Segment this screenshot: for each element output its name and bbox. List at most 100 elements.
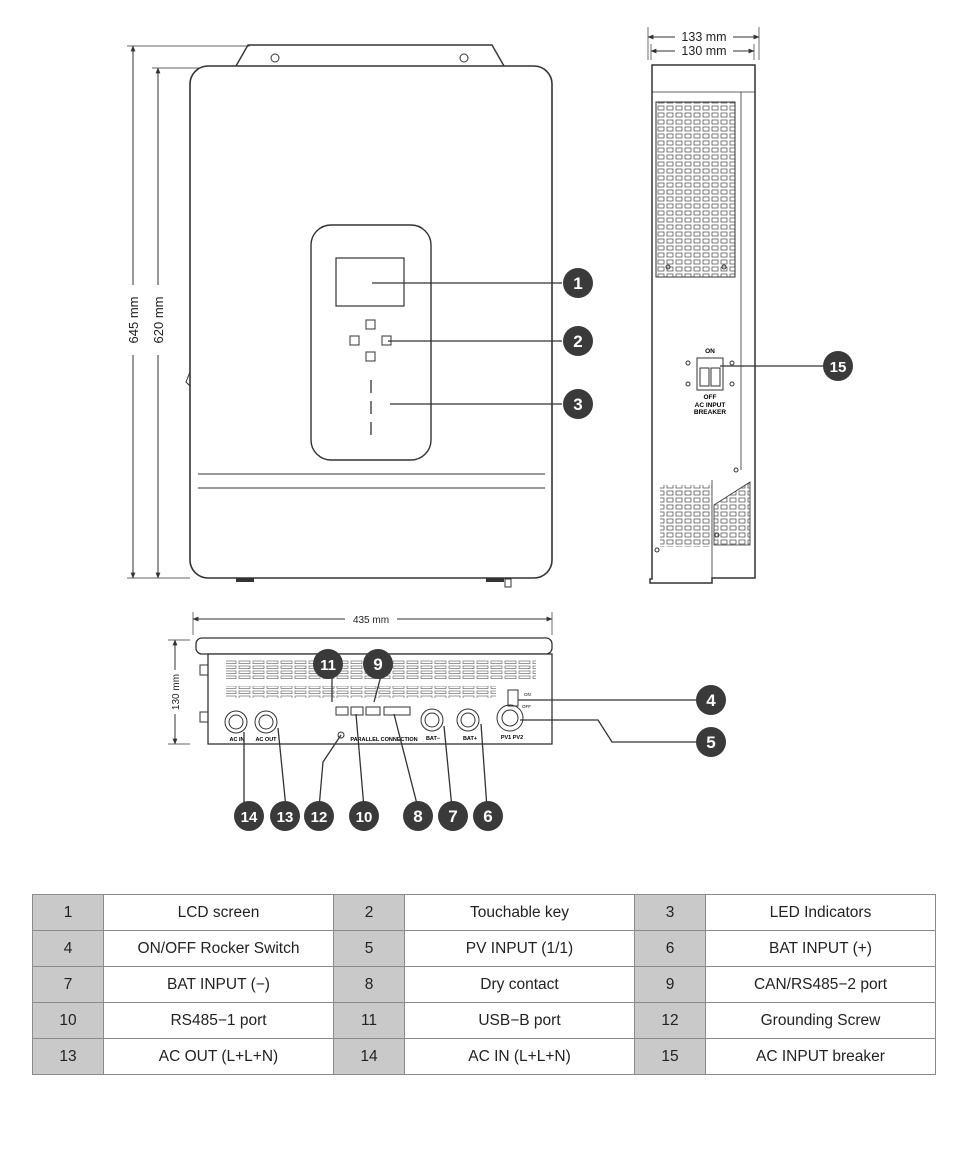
item-number: 3 — [634, 894, 706, 931]
item-label: USB−B port — [404, 1002, 635, 1039]
svg-text:2: 2 — [573, 332, 582, 351]
item-number: 10 — [32, 1002, 104, 1039]
breaker-name-1: AC INPUT — [695, 402, 726, 409]
callout-3: 3 — [563, 389, 593, 419]
label-pv: PV1 PV2 — [501, 735, 523, 741]
label-switch-on: ON — [524, 692, 531, 697]
item-label: Dry contact — [404, 966, 635, 1003]
item-number: 9 — [634, 966, 706, 1003]
component-table: 1 LCD screen 2 Touchable key 3 LED Indic… — [32, 894, 936, 1075]
label-bat-plus: BAT+ — [463, 736, 477, 742]
item-label: CAN/RS485−2 port — [705, 966, 936, 1003]
dim-645: 645 mm — [126, 297, 141, 344]
label-ac-out: AC OUT — [255, 737, 277, 743]
item-label: LED Indicators — [705, 894, 936, 931]
callout-9: 9 — [363, 649, 393, 679]
item-number: 5 — [333, 930, 405, 967]
front-view: 645 mm 620 mm — [121, 44, 562, 588]
callout-12: 12 — [304, 801, 334, 831]
svg-text:6: 6 — [483, 807, 492, 826]
callout-1: 1 — [563, 268, 593, 298]
callout-15: 15 — [823, 351, 853, 381]
grounding-screw — [337, 731, 345, 739]
table-row: 7 BAT INPUT (−) 8 Dry contact 9 CAN/RS48… — [32, 966, 936, 1003]
item-number: 8 — [333, 966, 405, 1003]
comm-ports — [335, 706, 411, 716]
label-parallel: PARALLEL CONNECTION — [350, 737, 417, 743]
svg-text:9: 9 — [373, 655, 382, 674]
dim-130-bottom: 130 mm — [171, 674, 182, 710]
label-ac-in: AC IN — [230, 737, 245, 743]
side-breaker — [696, 357, 724, 391]
ac-out-gland — [254, 710, 278, 734]
breaker-off-label: OFF — [704, 394, 717, 401]
item-number: 11 — [333, 1002, 405, 1039]
item-label: RS485−1 port — [103, 1002, 334, 1039]
item-label: BAT INPUT (−) — [103, 966, 334, 1003]
item-label: Touchable key — [404, 894, 635, 931]
item-number: 15 — [634, 1038, 706, 1075]
svg-text:12: 12 — [311, 809, 328, 826]
side-vent-bottom — [660, 485, 712, 547]
bat-plus-gland — [456, 708, 480, 732]
label-switch-off: OFF — [522, 704, 531, 709]
dim-130-side: 130 mm — [681, 44, 726, 58]
item-label: AC IN (L+L+N) — [404, 1038, 635, 1075]
bottom-view: 435 mm 130 mm AC IN AC OUT PARALLEL CONN… — [168, 612, 704, 809]
svg-text:11: 11 — [320, 657, 336, 674]
mounting-bracket — [235, 44, 505, 67]
item-label: PV INPUT (1/1) — [404, 930, 635, 967]
item-number: 12 — [634, 1002, 706, 1039]
item-label: LCD screen — [103, 894, 334, 931]
callout-14: 14 — [234, 801, 264, 831]
item-label: AC INPUT breaker — [705, 1038, 936, 1075]
table-row: 10 RS485−1 port 11 USB−B port 12 Groundi… — [32, 1002, 936, 1039]
rocker-switch — [507, 689, 519, 707]
callout-11: 11 — [313, 649, 343, 679]
callout-10: 10 — [349, 801, 379, 831]
dim-620: 620 mm — [151, 297, 166, 344]
table-row: 4 ON/OFF Rocker Switch 5 PV INPUT (1/1) … — [32, 930, 936, 967]
side-view: 133 mm 130 mm ON OFF AC INPUT BREAKER — [647, 27, 824, 584]
item-label: AC OUT (L+L+N) — [103, 1038, 334, 1075]
dim-133: 133 mm — [681, 30, 726, 44]
item-label: BAT INPUT (+) — [705, 930, 936, 967]
breaker-name-2: BREAKER — [694, 409, 726, 416]
inverter-dimension-diagram: 645 mm 620 mm 133 mm 130 mm ON OFF AC IN… — [121, 27, 853, 831]
item-label: ON/OFF Rocker Switch — [103, 930, 334, 967]
svg-text:13: 13 — [277, 809, 294, 826]
callout-8: 8 — [403, 801, 433, 831]
svg-text:4: 4 — [706, 691, 716, 710]
label-bat-minus: BAT− — [426, 736, 440, 742]
item-number: 13 — [32, 1038, 104, 1075]
item-number: 6 — [634, 930, 706, 967]
item-label: Grounding Screw — [705, 1002, 936, 1039]
callout-5: 5 — [696, 727, 726, 757]
bat-minus-gland — [420, 708, 444, 732]
table-row: 1 LCD screen 2 Touchable key 3 LED Indic… — [32, 894, 936, 931]
callout-4: 4 — [696, 685, 726, 715]
table-row: 13 AC OUT (L+L+N) 14 AC IN (L+L+N) 15 AC… — [32, 1038, 936, 1075]
side-vent-top — [655, 101, 736, 278]
lcd-screen — [335, 257, 405, 307]
pv-gland — [496, 704, 524, 732]
callout-6: 6 — [473, 801, 503, 831]
item-number: 2 — [333, 894, 405, 931]
svg-text:8: 8 — [413, 807, 422, 826]
dim-435: 435 mm — [353, 615, 389, 626]
svg-text:3: 3 — [573, 395, 582, 414]
svg-text:10: 10 — [356, 809, 373, 826]
svg-text:5: 5 — [706, 733, 715, 752]
svg-text:1: 1 — [573, 274, 582, 293]
ac-in-gland — [224, 710, 248, 734]
item-number: 7 — [32, 966, 104, 1003]
item-number: 14 — [333, 1038, 405, 1075]
svg-text:7: 7 — [448, 807, 457, 826]
breaker-on-label: ON — [705, 348, 715, 355]
callout-13: 13 — [270, 801, 300, 831]
svg-text:15: 15 — [830, 359, 847, 376]
callout-7: 7 — [438, 801, 468, 831]
svg-text:14: 14 — [241, 809, 258, 826]
callout-2: 2 — [563, 326, 593, 356]
item-number: 1 — [32, 894, 104, 931]
